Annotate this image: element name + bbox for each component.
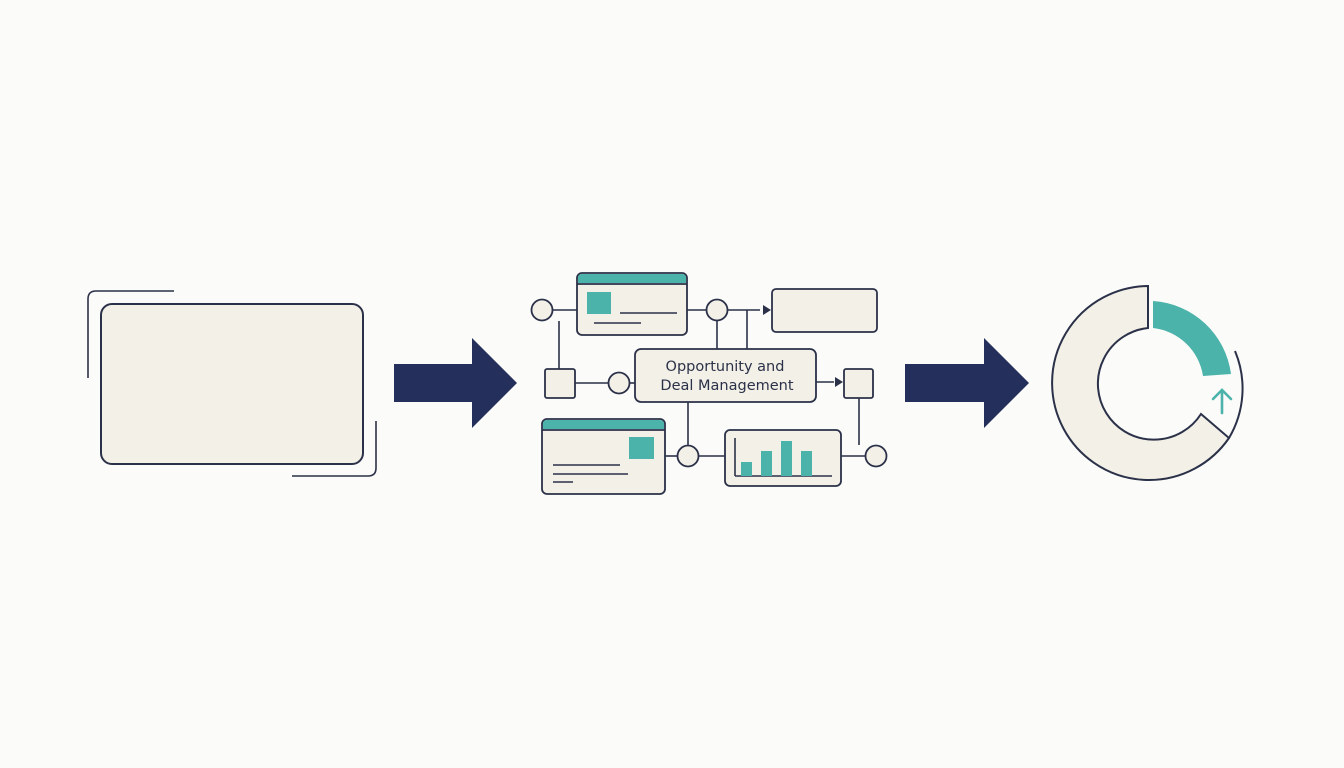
top-card-thumbnail: [587, 292, 611, 314]
input-card: [87, 290, 377, 477]
network-node-circle: [530, 298, 554, 322]
center-node-line1: Opportunity and: [666, 359, 785, 375]
bar-chart-bar: [801, 451, 812, 476]
flow-arrow-2-icon: [905, 338, 1029, 428]
input-card-corner-bracket-bottom: [292, 421, 377, 477]
top-card: [576, 272, 688, 336]
network-node-square: [843, 368, 874, 399]
top-right-card: [771, 288, 878, 333]
process-network: Opportunity and Deal Management: [530, 272, 888, 495]
output-ring-accent-arc: [1228, 350, 1244, 439]
network-node-square: [544, 368, 576, 399]
output-growth-ring: [1051, 284, 1244, 481]
network-node-circle: [607, 371, 631, 395]
center-node-line2: Deal Management: [660, 378, 793, 394]
output-ring-body: [1051, 284, 1231, 481]
bar-chart-card: [724, 429, 842, 487]
bottom-left-card-thumbnail: [629, 437, 654, 459]
output-ring-teal-segment: [1153, 301, 1231, 376]
bar-chart-bar: [761, 451, 772, 476]
input-card-body: [100, 303, 364, 465]
network-connectors: [553, 309, 865, 457]
flow-arrow-1-icon: [394, 338, 517, 428]
bottom-left-card: [541, 418, 666, 495]
input-card-corner-bracket-top: [87, 290, 174, 378]
network-node-circle: [705, 298, 729, 322]
center-node: Opportunity and Deal Management: [634, 348, 817, 403]
bar-chart-bar: [781, 441, 792, 476]
bar-chart-bar: [741, 462, 752, 476]
connector-arrowhead-icon: [835, 377, 843, 387]
up-arrow-icon: [1211, 388, 1233, 415]
network-node-circle: [864, 444, 888, 468]
connector-arrowhead-icon: [763, 305, 771, 315]
network-node-circle: [676, 444, 700, 468]
